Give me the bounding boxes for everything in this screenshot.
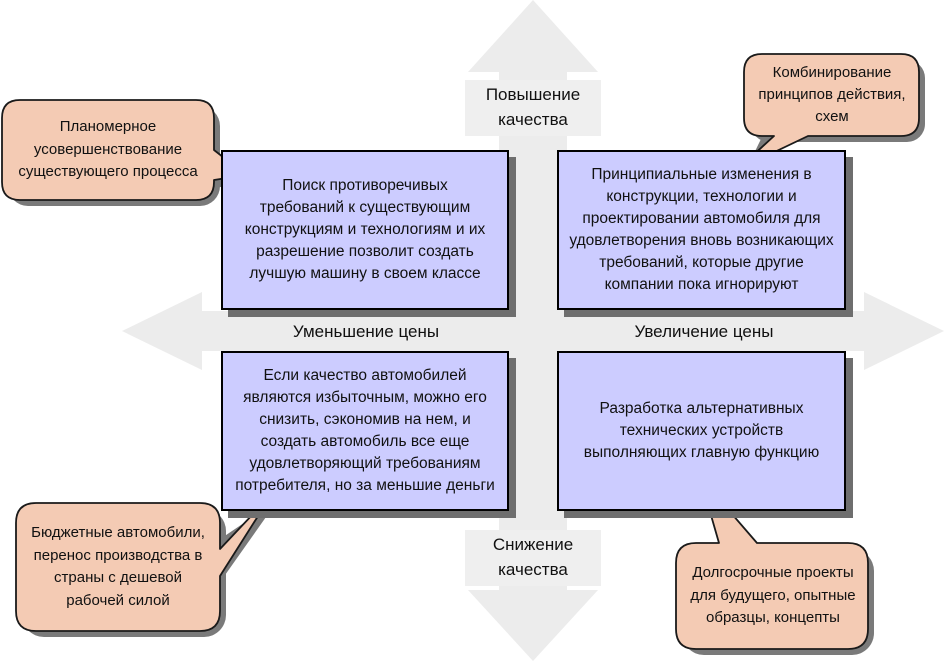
horizontal-axis-arrow xyxy=(122,292,944,370)
axis-label-price-down: Уменьшение цены xyxy=(292,322,440,341)
callout-top-right: Комбинирование принципов действия, схем xyxy=(758,64,906,125)
quadrant-top-right: Принципиальные изменения в конструкции, … xyxy=(557,150,846,310)
callout-bottom-right-bubble xyxy=(675,476,869,650)
callout-bottom-left: Бюджетные автомобили, перенос производст… xyxy=(31,524,205,609)
axis-label-quality-up: Повышение качества xyxy=(465,80,601,136)
quadrant-bottom-left: Если качество автомобилей являются избыт… xyxy=(221,351,509,511)
callout-top-left-bubble xyxy=(1,99,247,201)
axis-label-price-up: Увеличение цены xyxy=(634,322,774,341)
callout-bottom-left-bubble xyxy=(15,493,273,632)
callout-top-left: Планомерное усовершенствование существую… xyxy=(18,118,198,181)
axis-label-quality-down: Снижение качества xyxy=(465,530,601,586)
quadrant-bottom-right: Разработка альтернативных технических ус… xyxy=(557,351,846,511)
callout-bottom-right: Долгосрочные проекты для будущего, опытн… xyxy=(690,564,856,627)
quadrant-top-left: Поиск противоречивых требований к сущест… xyxy=(221,150,509,310)
